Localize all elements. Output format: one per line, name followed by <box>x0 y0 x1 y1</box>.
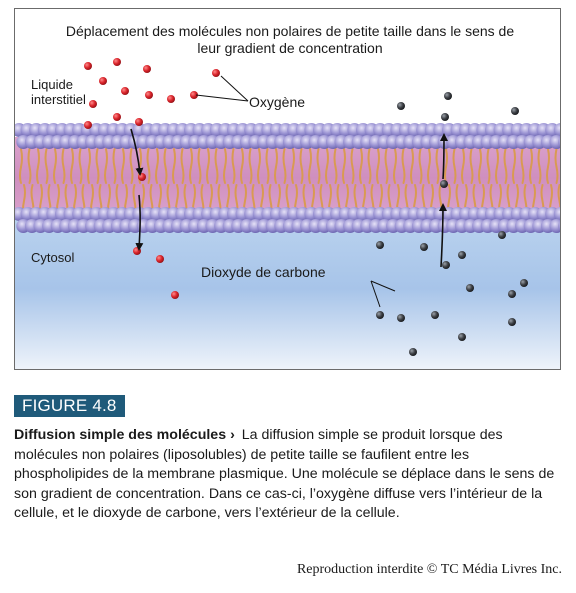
liquide-line-1: Liquide <box>31 77 73 92</box>
caption-title: Diffusion simple des molécules <box>14 427 227 443</box>
oxygen-molecule <box>89 100 97 108</box>
co2-molecule <box>409 348 417 356</box>
oxygen-molecule <box>138 173 146 181</box>
co2-leader-lines <box>370 280 396 308</box>
oxygen-molecule <box>84 121 92 129</box>
oxygen-molecule <box>156 255 164 263</box>
oxygen-diffusion-arrows <box>130 128 144 251</box>
cytosol-label: Cytosol <box>31 250 75 265</box>
membrane-diagram <box>15 9 560 369</box>
co2-diffusion-arrows <box>438 133 448 268</box>
oxygen-molecule <box>145 91 153 99</box>
figure-number-badge: FIGURE 4.8 <box>14 395 125 417</box>
oxygen-molecule <box>212 69 220 77</box>
co2-molecule <box>508 318 516 326</box>
co2-molecule <box>397 102 405 110</box>
caption-body: La diffusion simple se produit lorsque d… <box>14 427 555 521</box>
oxygen-molecule <box>190 91 198 99</box>
co2-molecule <box>520 279 528 287</box>
liquide-interstitiel-label: Liquide interstitiel <box>31 77 86 107</box>
oxygen-molecule <box>84 62 92 70</box>
liquide-line-2: interstitiel <box>31 92 86 107</box>
figure-caption: Diffusion simple des molécules› La diffu… <box>14 426 562 524</box>
oxygen-molecule <box>113 113 121 121</box>
oxygen-arrow-upper <box>130 128 144 176</box>
oxygen-arrow-lower <box>135 194 144 251</box>
oxygen-molecule <box>143 65 151 73</box>
co2-arrow-upper <box>439 133 448 180</box>
oxygen-molecule <box>113 58 121 66</box>
molecules <box>84 58 528 356</box>
oxygen-leader-lines <box>195 75 249 102</box>
co2-molecule <box>442 261 450 269</box>
oxygen-molecule <box>167 95 175 103</box>
diagram-header: Déplacement des molécules non polaires d… <box>65 23 515 56</box>
diagram-frame: Déplacement des molécules non polaires d… <box>14 8 561 370</box>
co2-molecule <box>508 290 516 298</box>
cytosol-background <box>15 209 560 369</box>
co2-molecule <box>444 92 452 100</box>
oxygene-label: Oxygène <box>249 94 306 110</box>
co2-molecule <box>420 243 428 251</box>
co2-molecule <box>466 284 474 292</box>
co2-molecule <box>440 180 448 188</box>
chevron-right-icon: › <box>230 427 235 443</box>
co2-molecule <box>458 251 466 259</box>
co2-molecule <box>498 231 506 239</box>
oxygen-molecule <box>135 118 143 126</box>
extracellular-background <box>15 9 560 139</box>
co2-molecule <box>376 241 384 249</box>
co2-molecule <box>458 333 466 341</box>
co2-arrow-lower <box>438 203 447 268</box>
phospholipid-heads <box>15 123 560 233</box>
dioxyde-label: Dioxyde de carbone <box>201 264 326 280</box>
oxygen-molecule <box>171 291 179 299</box>
co2-molecule <box>511 107 519 115</box>
co2-molecule <box>397 314 405 322</box>
oxygen-molecule <box>99 77 107 85</box>
co2-molecule <box>431 311 439 319</box>
oxygen-molecule <box>121 87 129 95</box>
co2-molecule <box>376 311 384 319</box>
co2-molecule <box>441 113 449 121</box>
copyright-notice: Reproduction interdite © TC Média Livres… <box>296 562 562 577</box>
